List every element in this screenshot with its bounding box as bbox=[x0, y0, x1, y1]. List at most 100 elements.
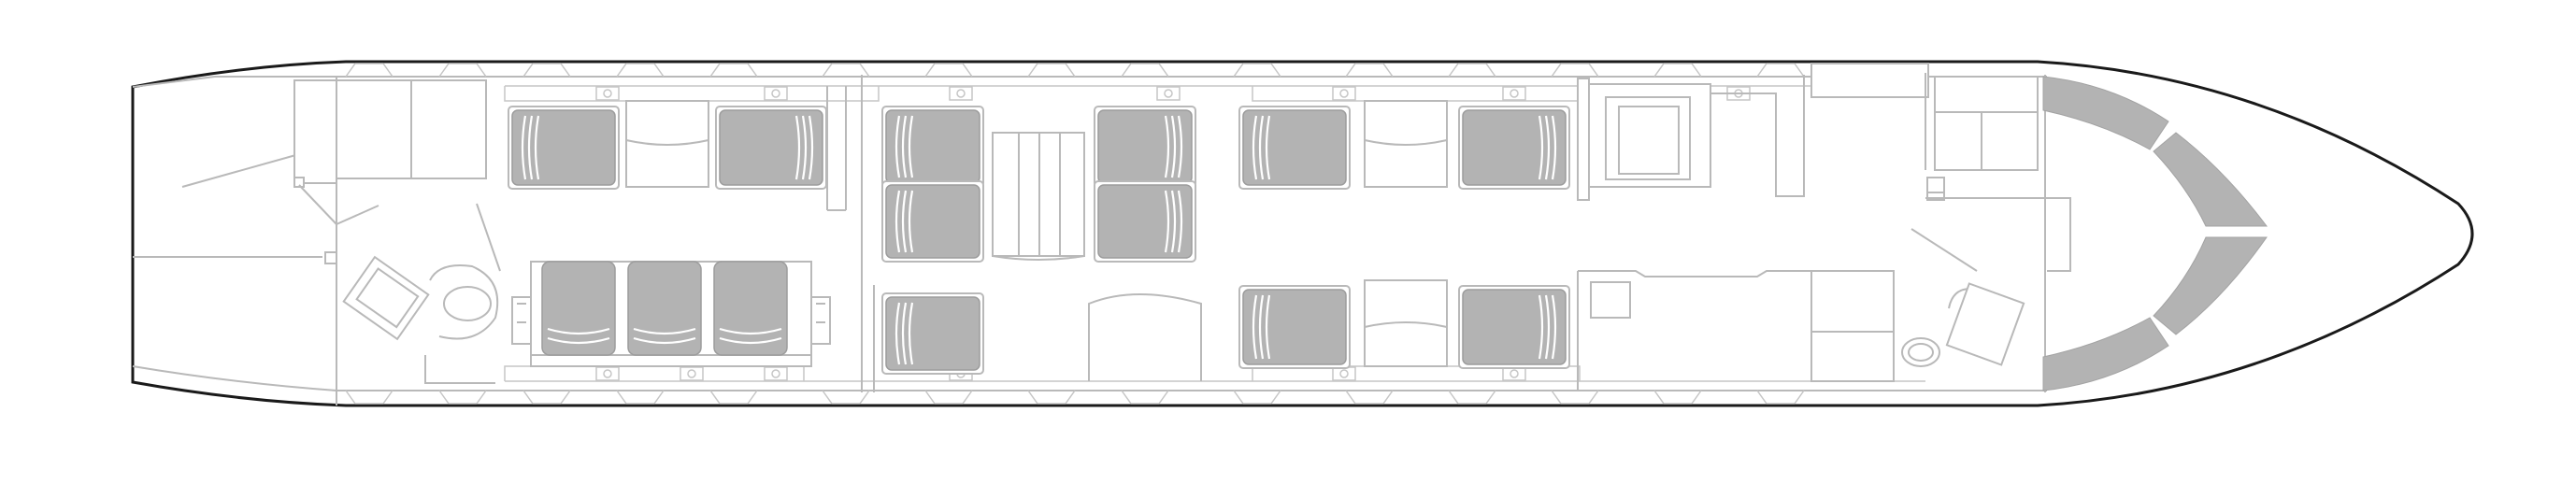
seat-backrest-line bbox=[1544, 115, 1551, 180]
seat-backrest-line bbox=[1258, 294, 1265, 360]
seat-backrest-line bbox=[894, 302, 901, 365]
window bbox=[1448, 390, 1496, 405]
forward-club-seats bbox=[1238, 106, 1570, 369]
seat-cushion bbox=[511, 109, 616, 186]
seat-backrest-line bbox=[1258, 115, 1265, 180]
window bbox=[924, 390, 973, 405]
window bbox=[345, 390, 394, 405]
seat-backrest-line bbox=[521, 115, 527, 180]
divan-seat-cushions bbox=[541, 261, 788, 356]
window bbox=[1345, 63, 1394, 78]
cup-holder-circle bbox=[1510, 89, 1519, 98]
window bbox=[1027, 63, 1076, 78]
seat-backrest-line bbox=[1170, 190, 1177, 253]
seat bbox=[1238, 285, 1351, 369]
divan-line bbox=[633, 336, 696, 345]
divan-line bbox=[719, 327, 782, 335]
aft-lavatory-toilet bbox=[342, 255, 430, 341]
window bbox=[522, 390, 571, 405]
cup-holder-circle bbox=[771, 369, 780, 378]
window bbox=[1551, 390, 1599, 405]
window bbox=[1448, 63, 1496, 78]
cockpit bbox=[2042, 76, 2268, 391]
seat-cushion bbox=[885, 184, 980, 259]
seat bbox=[1094, 106, 1196, 188]
cup-holder bbox=[1502, 86, 1526, 101]
seat bbox=[881, 180, 984, 263]
window bbox=[709, 63, 758, 78]
seat-backrest-line bbox=[527, 115, 534, 180]
window bbox=[1027, 390, 1076, 405]
window bbox=[924, 63, 973, 78]
forward-club-tables bbox=[1364, 100, 1448, 367]
cup-holder-circle bbox=[1164, 89, 1173, 98]
divan-seat bbox=[541, 261, 616, 356]
mid-bulkhead bbox=[826, 75, 875, 392]
divan-seat bbox=[713, 261, 788, 356]
seat-cushion bbox=[1462, 289, 1567, 365]
cup-holder-circle bbox=[603, 369, 612, 378]
window bbox=[1233, 390, 1281, 405]
seat-backrest-line bbox=[794, 115, 801, 180]
seat-cushion bbox=[1097, 109, 1193, 184]
divan-line bbox=[633, 327, 696, 335]
window bbox=[438, 390, 487, 405]
window bbox=[1756, 63, 1805, 78]
seat-backrest-line bbox=[908, 190, 914, 253]
seat-backrest-line bbox=[1551, 115, 1557, 180]
divan-cushion bbox=[713, 261, 788, 356]
seat-backrest-line bbox=[1544, 294, 1551, 360]
crew-jumpseat bbox=[1901, 282, 2025, 367]
seat bbox=[1238, 106, 1351, 190]
window bbox=[1756, 390, 1805, 405]
seat-backrest-line bbox=[901, 302, 908, 365]
seat bbox=[1458, 106, 1570, 190]
cup-holder-circle bbox=[771, 89, 780, 98]
conference-seats bbox=[881, 106, 1196, 375]
seat bbox=[508, 106, 620, 190]
divan-line bbox=[719, 336, 782, 345]
seat-backrest-line bbox=[901, 115, 908, 178]
seat-backrest-line bbox=[908, 115, 914, 178]
seat bbox=[881, 106, 984, 188]
window bbox=[1551, 63, 1599, 78]
windows-top-row bbox=[345, 63, 1805, 78]
seat-backrest-line bbox=[1538, 294, 1544, 360]
seat-backrest-line bbox=[1164, 190, 1170, 253]
cup-holder bbox=[764, 86, 788, 101]
window bbox=[616, 390, 665, 405]
window bbox=[709, 390, 758, 405]
seat-backrest-line bbox=[808, 115, 814, 180]
window bbox=[1345, 390, 1394, 405]
window bbox=[616, 63, 665, 78]
divan-line bbox=[547, 336, 610, 345]
seat-cushion bbox=[885, 109, 980, 184]
window bbox=[438, 63, 487, 78]
conference-table bbox=[992, 132, 1085, 261]
window bbox=[522, 63, 571, 78]
seat-backrest-line bbox=[1170, 115, 1177, 178]
seat-backrest-line bbox=[1252, 115, 1258, 180]
aft-lavatory bbox=[132, 76, 501, 406]
seat bbox=[881, 292, 984, 375]
seat bbox=[1458, 285, 1570, 369]
aft-club-table bbox=[625, 100, 709, 188]
cup-holder bbox=[595, 86, 620, 101]
seat-cushion bbox=[885, 296, 980, 371]
seat-cushion bbox=[1462, 109, 1567, 186]
divan-seat bbox=[627, 261, 702, 356]
seat-backrest-line bbox=[1538, 115, 1544, 180]
divan-cushion bbox=[541, 261, 616, 356]
seat-cushion bbox=[1242, 289, 1347, 365]
cup-holder-circle bbox=[603, 89, 612, 98]
cup-holder bbox=[1156, 86, 1181, 101]
window bbox=[345, 63, 394, 78]
seat-backrest-line bbox=[1265, 115, 1271, 180]
window bbox=[822, 390, 870, 405]
seat-backrest-line bbox=[1551, 294, 1557, 360]
divan-cushion bbox=[627, 261, 702, 356]
seat-cushion bbox=[719, 109, 823, 186]
seat-backrest-line bbox=[894, 190, 901, 253]
